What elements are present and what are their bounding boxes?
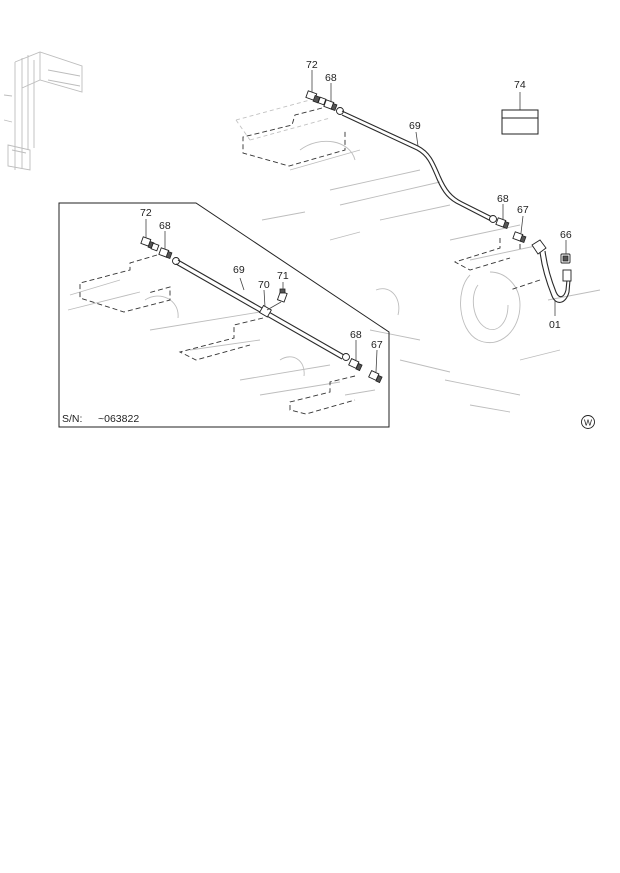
callout-69-upper: 69 <box>409 120 421 132</box>
callout-67-inset: 67 <box>371 339 383 351</box>
callout-68-right: 68 <box>497 193 509 205</box>
callout-66: 66 <box>560 229 572 241</box>
part-74-plate: 74 <box>501 79 539 135</box>
machine-frame-ghost-left <box>3 51 83 171</box>
serial-value: ~063822 <box>98 413 139 425</box>
callout-68-upper: 68 <box>325 72 337 84</box>
callout-72-inset: 72 <box>140 207 152 219</box>
fitting-68-upper <box>323 99 344 115</box>
fitting-72-inset <box>140 236 160 252</box>
callout-67-right: 67 <box>517 204 529 216</box>
reference-dashed-box-right <box>453 238 521 271</box>
reference-dashed-box-inset <box>79 254 171 313</box>
callout-74: 74 <box>514 79 526 91</box>
callout-71-inset: 71 <box>277 270 289 282</box>
pipe-69-inset <box>177 259 345 356</box>
corner-mark-letter: W <box>584 418 592 428</box>
fitting-68-inset-b <box>348 357 363 372</box>
fitting-68-right <box>495 217 510 230</box>
plug-71 <box>266 288 288 311</box>
callout-70-inset: 70 <box>258 279 270 291</box>
fitting-67-inset <box>368 369 383 384</box>
serial-label: S/N: <box>62 413 82 425</box>
serial-range-inset: 72 68 69 70 71 68 67 S/N: ~063822 <box>58 202 390 428</box>
callout-01: 01 <box>549 319 561 331</box>
callout-68-inset: 68 <box>159 220 171 232</box>
fitting-72-upper <box>305 90 327 106</box>
callout-68-inset-b: 68 <box>350 329 362 341</box>
callout-69-inset: 69 <box>233 264 245 276</box>
reference-dashed-box-upper <box>242 107 346 167</box>
machine-body-ghost-right <box>235 99 601 413</box>
fitting-68-inset <box>158 247 180 265</box>
upper-assembly <box>242 70 572 316</box>
corner-mark: W <box>581 415 595 429</box>
fitting-67-right <box>512 231 527 244</box>
hose-01 <box>531 239 572 303</box>
fitting-66 <box>560 253 571 264</box>
callout-72-upper: 72 <box>306 59 318 71</box>
tee-70 <box>258 304 272 318</box>
pipe-69-upper <box>341 110 493 218</box>
